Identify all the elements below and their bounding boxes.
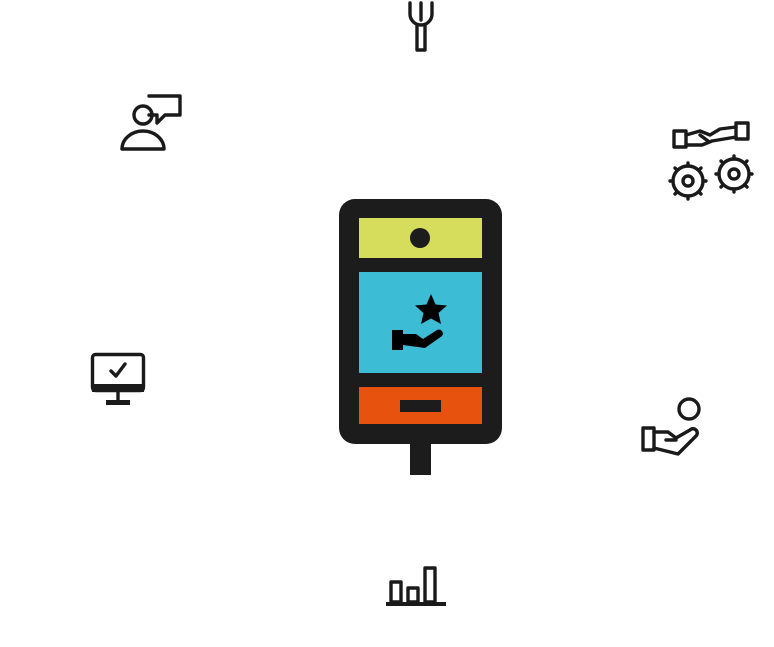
phone-frame bbox=[339, 199, 502, 444]
phone-bottom-panel bbox=[359, 387, 482, 424]
handshake-gears-icon bbox=[664, 119, 758, 207]
wrench-icon bbox=[402, 0, 440, 52]
monitor-check-icon bbox=[90, 352, 146, 408]
hand-star-icon bbox=[389, 290, 455, 359]
bar-chart-icon bbox=[385, 564, 449, 608]
person-speech-icon bbox=[119, 93, 183, 151]
home-button bbox=[400, 400, 441, 412]
phone-stand bbox=[410, 442, 431, 475]
camera-dot bbox=[410, 228, 430, 248]
phone-screen bbox=[359, 272, 482, 373]
phone-top-panel bbox=[359, 218, 482, 258]
hand-person-icon bbox=[640, 396, 706, 458]
